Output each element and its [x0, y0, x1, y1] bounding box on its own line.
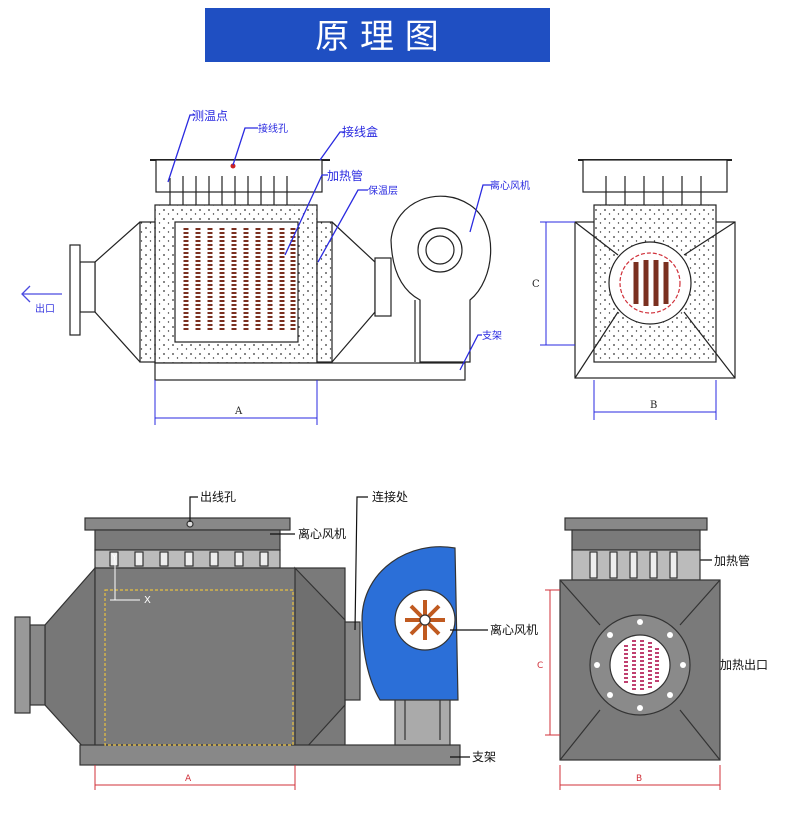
top-leader-lines: [167, 114, 492, 371]
heating-tubes: [183, 228, 296, 332]
label-temp-point: 测温点: [192, 109, 228, 123]
dim-c-top: C: [532, 279, 540, 290]
axis-y-label: Y: [111, 553, 117, 562]
fan-impeller: [417, 227, 463, 273]
wire-hole-dot: [230, 163, 236, 169]
bottom-front-view: [14, 517, 461, 790]
dim-a-bottom: A: [185, 774, 192, 784]
outlet-flange-side: [608, 241, 692, 325]
label-fan: 离心风机: [490, 622, 538, 637]
label-connection: 连接处: [372, 489, 408, 504]
label-heating-tube: 加热管: [327, 168, 363, 183]
top-side-view: [540, 159, 736, 420]
dim-a-top: A: [234, 406, 243, 417]
label-outlet: 出口: [35, 302, 55, 315]
outlet-flange: [14, 616, 31, 714]
top-front-view: [69, 159, 492, 425]
label-support: 支架: [472, 750, 496, 764]
junction-box: [155, 159, 323, 193]
outlet-arrow-icon: [21, 285, 62, 303]
bottom-side-view: [545, 517, 721, 790]
label-insulation: 保温层: [368, 184, 398, 197]
label-heat-outlet: 加热出口: [720, 658, 768, 672]
fan-housing: [390, 195, 492, 363]
label-heating-tube-bottom: 加热管: [714, 553, 750, 568]
junction-box: [94, 529, 281, 551]
dim-b-top: B: [650, 400, 657, 411]
coordinate-axes-icon: [110, 560, 140, 601]
support-base: [154, 362, 466, 381]
dim-b-bottom: B: [636, 774, 642, 784]
label-support: 支架: [482, 330, 502, 342]
dim-c-bottom: C: [537, 661, 543, 671]
page-title: 原 理 图: [315, 17, 439, 57]
axis-x-label: X: [144, 595, 151, 606]
terminal-pins: [169, 176, 288, 205]
label-junction-box: 接线盒: [342, 124, 378, 139]
label-fan: 离心风机: [490, 179, 530, 192]
label-wire-hole: 接线孔: [258, 122, 288, 135]
outlet-flange: [69, 244, 81, 336]
label-cable-hole: 出线孔: [200, 490, 236, 504]
label-fan-top: 离心风机: [298, 526, 346, 541]
title-banner: [205, 8, 550, 62]
